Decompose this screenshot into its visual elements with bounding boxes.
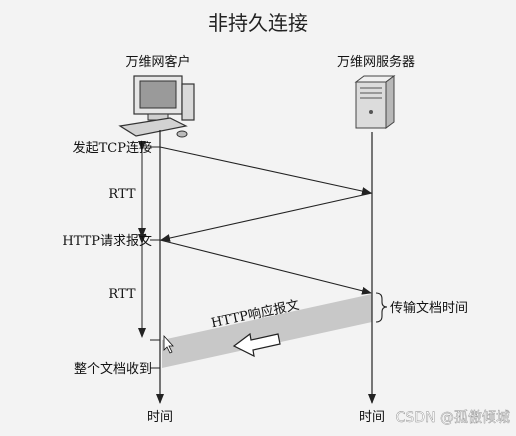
csdn-watermark: CSDN @孤傲倾城 [396,410,510,426]
client-label: 万维网客户 [125,54,190,70]
transfer-time-label: 传输文档时间 [390,300,468,316]
client-computer-icon [118,75,195,138]
received-label: 整个文档收到 [74,362,152,377]
response-direction-arrow [232,332,281,358]
transfer-brace [375,292,388,323]
server-label: 万维网服务器 [337,54,415,70]
http-request-arrow [159,239,372,295]
http-request-label: HTTP请求报文 [62,234,152,249]
rtt1-label: RTT [108,187,135,202]
tcp-syn-arrow [159,146,372,195]
response-transfer-band [162,294,372,368]
cursor-icon [163,334,174,354]
tcp-ack-arrow [160,192,373,242]
rtt2-label: RTT [108,287,135,302]
diagram-title: 非持久连接 [208,11,308,35]
tcp-connect-label: 发起TCP连接 [73,140,152,156]
server-icon [354,75,396,129]
server-time-label: 时间 [359,410,385,425]
client-time-label: 时间 [147,410,173,425]
